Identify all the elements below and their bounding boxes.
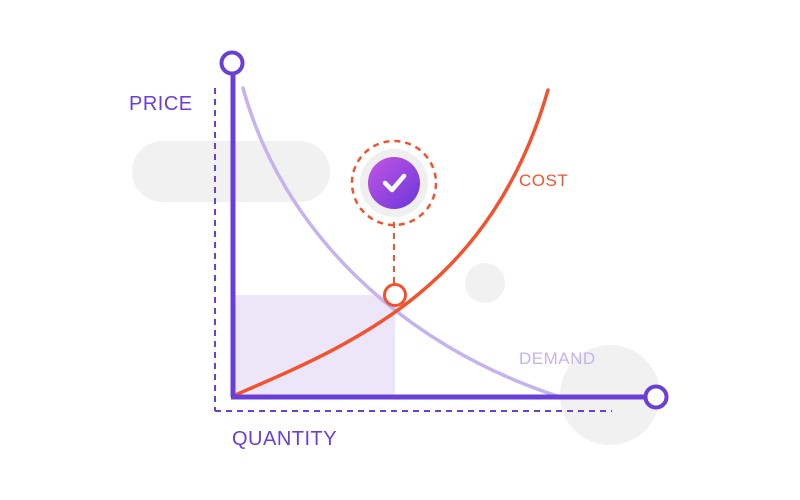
y-axis-end-marker xyxy=(219,50,245,76)
badge-disc xyxy=(368,157,420,209)
equilibrium-point xyxy=(383,283,407,307)
cost-curve-label: COST xyxy=(519,171,568,190)
badge-dashed-ring xyxy=(350,139,438,227)
demand-curve xyxy=(241,86,562,399)
demand-curve-label: DEMAND xyxy=(519,349,596,368)
equilibrium-badge xyxy=(350,139,438,227)
equilibrium-area-highlight xyxy=(233,295,395,397)
cost-curve xyxy=(231,88,550,398)
x-axis-label: QUANTITY xyxy=(232,428,337,450)
checkmark-icon xyxy=(382,173,407,193)
x-axis-end-marker xyxy=(643,384,669,410)
y-axis-label: PRICE xyxy=(129,93,193,115)
background-small-circle xyxy=(465,263,505,303)
